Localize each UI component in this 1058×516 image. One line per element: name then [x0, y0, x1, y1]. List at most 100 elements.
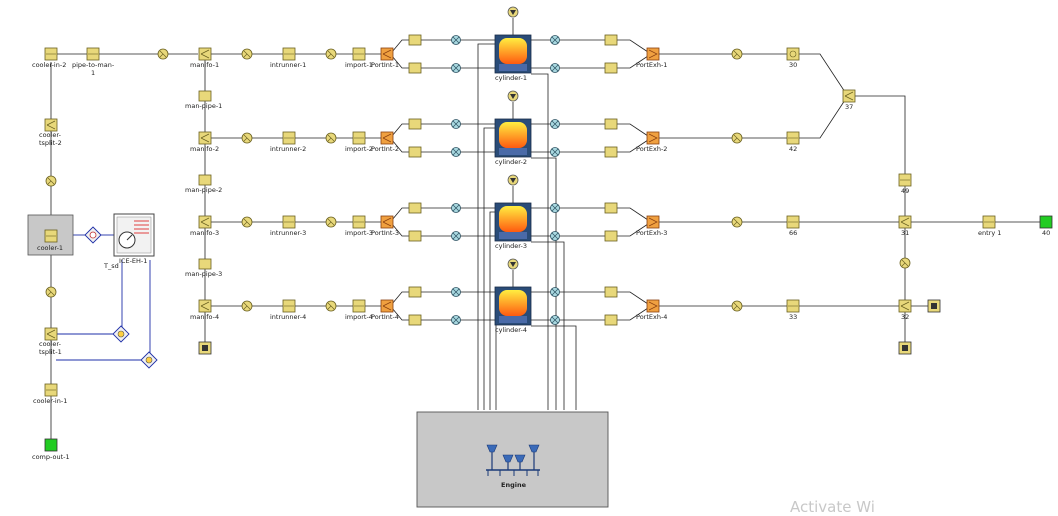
valve-pipe[interactable]	[408, 314, 422, 326]
intrunner-2-pipe[interactable]: intrunner-2	[270, 131, 306, 153]
orifice-icon[interactable]	[731, 48, 743, 60]
injector-icon[interactable]	[507, 90, 519, 102]
manifold-4-junction[interactable]: manifo-4	[190, 299, 219, 321]
injector-icon[interactable]	[507, 258, 519, 270]
valve-icon[interactable]	[550, 147, 560, 157]
manifold-3-junction[interactable]: manifo-3	[190, 215, 219, 237]
cylinder-2[interactable]: cylinder-2	[494, 118, 532, 166]
manifold-2-junction[interactable]: manifo-2	[190, 131, 219, 153]
valve-pipe[interactable]	[604, 118, 618, 130]
valve-icon[interactable]	[451, 315, 461, 325]
comp-out-1-boundary[interactable]: comp-out-1	[32, 438, 70, 461]
valve-pipe[interactable]	[604, 230, 618, 242]
portexh-2-junction[interactable]: PortExh-2	[636, 131, 667, 153]
cylinder-4[interactable]: cylinder-4	[494, 286, 532, 334]
valve-icon[interactable]	[550, 287, 560, 297]
valve-icon[interactable]	[550, 119, 560, 129]
pipe-66[interactable]: 66	[786, 215, 800, 237]
pipe-49[interactable]: 49	[898, 173, 912, 195]
valve-icon[interactable]	[550, 63, 560, 73]
orifice-icon[interactable]	[731, 216, 743, 228]
orifice-icon[interactable]	[325, 132, 337, 144]
portexh-4-junction[interactable]: PortExh-4	[636, 299, 667, 321]
valve-pipe[interactable]	[604, 314, 618, 326]
man-pipe-2-pipe[interactable]: man-pipe-2	[185, 174, 222, 194]
valve-pipe[interactable]	[408, 118, 422, 130]
orifice-icon[interactable]	[899, 257, 911, 269]
orifice-icon[interactable]	[45, 286, 57, 298]
cooler-tsplit-2-junction[interactable]: cooler- tsplit-2	[39, 118, 62, 147]
import-4-pipe[interactable]: import-4	[345, 299, 373, 321]
portexh-1-junction[interactable]: PortExh-1	[636, 47, 667, 69]
cylinder-3[interactable]: cylinder-3	[494, 202, 532, 250]
valve-icon[interactable]	[451, 35, 461, 45]
orifice-icon[interactable]	[241, 132, 253, 144]
orifice-icon[interactable]	[325, 48, 337, 60]
orifice-icon[interactable]	[241, 48, 253, 60]
intrunner-1-pipe[interactable]: intrunner-1	[270, 47, 306, 69]
engine-block[interactable]: Engine	[416, 411, 609, 508]
valve-icon[interactable]	[550, 203, 560, 213]
valve-pipe[interactable]	[408, 146, 422, 158]
pipe-33[interactable]: 33	[786, 299, 800, 321]
orifice-icon[interactable]	[731, 300, 743, 312]
end-cap-icon[interactable]	[898, 341, 912, 355]
outlet-40-boundary[interactable]: 40	[1039, 215, 1053, 237]
valve-pipe[interactable]	[604, 286, 618, 298]
pipe-42[interactable]: 42	[786, 131, 800, 153]
orifice-icon[interactable]	[241, 216, 253, 228]
orifice-icon[interactable]	[157, 48, 169, 60]
import-1-pipe[interactable]: import-1	[345, 47, 373, 69]
junction-32[interactable]: 32	[898, 299, 912, 321]
cylinder-1[interactable]: cylinder-1	[494, 34, 532, 82]
valve-icon[interactable]	[451, 287, 461, 297]
cooler-in-1-pipe[interactable]: cooler-in-1	[33, 383, 67, 405]
valve-icon[interactable]	[550, 35, 560, 45]
import-2-pipe[interactable]: import-2	[345, 131, 373, 153]
valve-icon[interactable]	[451, 63, 461, 73]
intrunner-3-pipe[interactable]: intrunner-3	[270, 215, 306, 237]
entry-1-pipe[interactable]: entry 1	[978, 215, 1001, 237]
valve-pipe[interactable]	[604, 62, 618, 74]
valve-pipe[interactable]	[408, 62, 422, 74]
sensor-icon[interactable]	[84, 226, 102, 244]
cooler-in-2-pipe[interactable]: cooler-in-2	[32, 47, 66, 69]
orifice-icon[interactable]	[241, 300, 253, 312]
portint-3-junction[interactable]: PortInt-3	[371, 215, 399, 237]
import-3-pipe[interactable]: import-3	[345, 215, 373, 237]
end-cap-icon[interactable]	[927, 299, 941, 313]
man-pipe-1-pipe[interactable]: man-pipe-1	[185, 90, 222, 110]
valve-icon[interactable]	[451, 119, 461, 129]
cooler-1-heat-exchanger[interactable]: cooler-1	[27, 214, 74, 256]
man-pipe-3-pipe[interactable]: man-pipe-3	[185, 258, 222, 278]
intrunner-4-pipe[interactable]: intrunner-4	[270, 299, 306, 321]
valve-pipe[interactable]	[604, 146, 618, 158]
valve-pipe[interactable]	[408, 286, 422, 298]
valve-icon[interactable]	[451, 147, 461, 157]
valve-pipe[interactable]	[408, 230, 422, 242]
sensor-icon[interactable]	[140, 351, 158, 369]
sensor-icon[interactable]	[112, 325, 130, 343]
valve-pipe[interactable]	[408, 202, 422, 214]
orifice-icon[interactable]	[325, 300, 337, 312]
portint-1-junction[interactable]: PortInt-1	[371, 47, 399, 69]
injector-icon[interactable]	[507, 174, 519, 186]
valve-pipe[interactable]	[604, 202, 618, 214]
valve-icon[interactable]	[451, 231, 461, 241]
orifice-icon[interactable]	[45, 175, 57, 187]
end-cap-icon[interactable]	[198, 341, 212, 355]
orifice-icon[interactable]	[731, 132, 743, 144]
injector-icon[interactable]	[507, 6, 519, 18]
portint-2-junction[interactable]: PortInt-2	[371, 131, 399, 153]
orifice-icon[interactable]	[325, 216, 337, 228]
cooler-tsplit-1-junction[interactable]: cooler- tsplit-1	[39, 327, 62, 356]
valve-icon[interactable]	[451, 203, 461, 213]
valve-icon[interactable]	[550, 315, 560, 325]
portexh-3-junction[interactable]: PortExh-3	[636, 215, 667, 237]
pipe-to-man-1-pipe[interactable]: pipe-to-man- 1	[72, 47, 115, 77]
junction-31[interactable]: 31	[898, 215, 912, 237]
manifold-1-junction[interactable]: manifo-1	[190, 47, 219, 69]
valve-pipe[interactable]	[408, 34, 422, 46]
ice-eh-controller[interactable]: ICE-EH-1 T_sd	[103, 213, 155, 270]
valve-pipe[interactable]	[604, 34, 618, 46]
